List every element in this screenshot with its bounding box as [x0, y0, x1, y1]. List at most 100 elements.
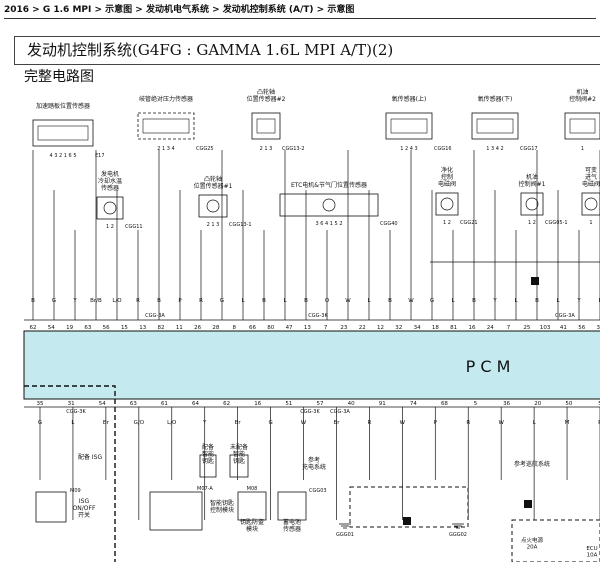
pcm-connector: CGG-3A	[555, 313, 575, 319]
fuse-dashed-box	[511, 519, 600, 562]
ground-label: GGG01	[336, 532, 354, 538]
component-box	[137, 112, 195, 140]
wire-color-label: R	[466, 420, 470, 426]
connector-id: CGG17	[520, 146, 538, 152]
wire-color-label: L	[241, 298, 245, 304]
wire-color-label: R	[598, 420, 600, 426]
pcm-bottom-pin: 40	[348, 401, 355, 407]
pcm-connector: CGG-3A	[145, 313, 165, 319]
component-box	[520, 192, 544, 216]
component-label: 电磁阀	[582, 180, 600, 188]
pcm-top-pin: 11	[176, 325, 183, 331]
component-label: 钥匙	[202, 457, 214, 465]
component-box	[237, 491, 267, 521]
pcm-top-pin: 82	[158, 325, 165, 331]
wire-color-label: Y	[492, 298, 497, 304]
pcm-bottom-pin: 74	[410, 401, 417, 407]
pcm-bottom-pin: 20	[534, 401, 541, 407]
fuse-label: 点火电源	[521, 536, 544, 544]
junction-3: 3	[524, 500, 532, 509]
wire-color-label: L/O	[112, 298, 122, 304]
pcm-top-pin: 66	[249, 325, 256, 331]
component-label: 发电机	[101, 170, 119, 178]
title-bar: 发动机控制系统(G4FG : GAMMA 1.6L MPI A/T)(2)	[14, 36, 600, 65]
junction-number: 1	[405, 519, 409, 526]
breadcrumb[interactable]: 2016 > G 1.6 MPI > 示意图 > 发动机电气系统 > 发动机控制…	[4, 2, 596, 19]
pin-numbers: 1 2 4 3	[400, 146, 418, 152]
component-box	[96, 196, 124, 220]
wire-color-label: B	[388, 298, 392, 304]
pin-numbers: 2 1 3	[260, 146, 273, 152]
component-label: 蓄电池	[283, 518, 301, 526]
component-box	[435, 192, 459, 216]
wire-color-label: L	[451, 298, 455, 304]
component-label: 电磁阀	[438, 180, 456, 188]
fuse-label: 20A	[527, 545, 538, 551]
wire-color-label: B	[472, 298, 476, 304]
connector-id: CGG05-1	[545, 220, 568, 226]
pcm-bottom-pin: 35	[37, 401, 44, 407]
sensor-element	[142, 118, 190, 134]
pcm-bottom-pin: 64	[192, 401, 199, 407]
wire-color-label: Br	[103, 420, 110, 426]
sensor-symbol	[440, 197, 454, 211]
pcm-top-pin: 63	[84, 325, 91, 331]
wire-color-label: W	[408, 298, 414, 304]
wire-color-label: L	[71, 420, 75, 426]
component-box	[35, 491, 67, 523]
component-label: 模块	[246, 525, 258, 533]
pcm-top-pin: 34	[414, 325, 421, 331]
pcm-top-pin: 7	[324, 325, 328, 331]
component-box	[32, 119, 94, 147]
component-label: ETC电机&节气门位置传感器	[291, 181, 367, 189]
pcm-bottom-pin: 5	[598, 401, 600, 407]
wire-color-label: Br	[333, 420, 340, 426]
wire-color-label: R	[136, 298, 140, 304]
wire-color-label: B	[262, 298, 266, 304]
component-label: 净化	[441, 166, 453, 174]
connector-id: CGG16	[434, 146, 452, 152]
component-label: 机油	[576, 88, 588, 96]
sensor-symbol	[584, 197, 598, 211]
pin-numbers: 1	[589, 220, 592, 226]
wire-color-label: G	[52, 298, 56, 304]
component-label: 控制阀#1	[519, 180, 546, 188]
pcm-bottom-pin: 31	[68, 401, 75, 407]
connector-id: M09	[70, 488, 81, 494]
pcm-top-pin: 39	[597, 325, 600, 331]
ref-charging-label: 参考	[308, 456, 320, 464]
component-label: 凸轮轴	[257, 88, 275, 96]
pcm-bottom-pin: 16	[254, 401, 261, 407]
isg-option-label: 配备 ISG	[78, 453, 102, 461]
sensor-symbol	[322, 198, 336, 212]
pin-numbers: 1 2	[443, 220, 451, 226]
component-label: 开关	[78, 511, 90, 519]
connector-id: CGG25	[196, 146, 214, 152]
component-box	[581, 192, 600, 216]
wire-color-label: Y	[576, 298, 581, 304]
wire-color-label: P	[178, 298, 182, 304]
component-label: 控制	[441, 173, 453, 181]
pcm-top-pin: 56	[103, 325, 110, 331]
junction-box	[403, 517, 411, 525]
sensor-element	[476, 118, 514, 134]
component-label: 智能	[233, 450, 245, 458]
pcm-top-pin: 54	[48, 325, 55, 331]
pcm-top-pin: 32	[395, 325, 402, 331]
pcm-top-pin: 25	[523, 325, 530, 331]
ground-dashed-box	[349, 486, 469, 528]
connector-id: M08	[247, 486, 258, 492]
pin-numbers: 2 1 3	[207, 222, 220, 228]
component-box	[279, 193, 379, 217]
component-label: 控制模块	[210, 506, 234, 514]
component-label: 控制阀#2	[569, 95, 596, 103]
